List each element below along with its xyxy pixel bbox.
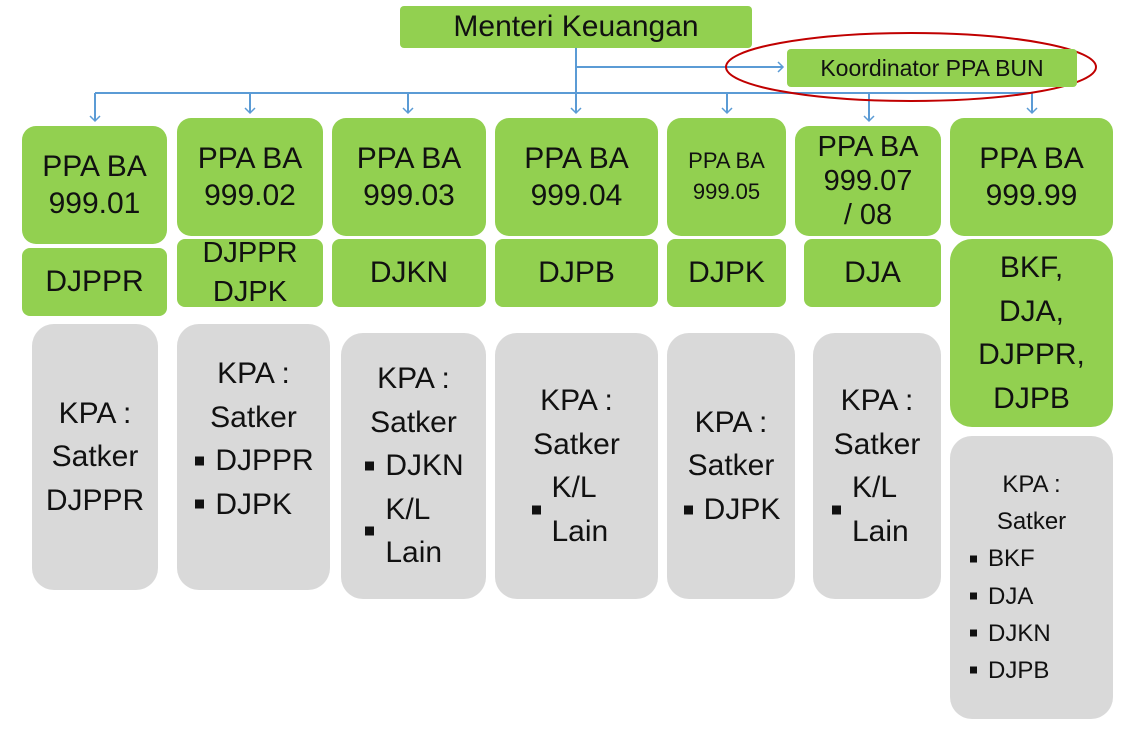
ppa-box-999-07-08: PPA BA 999.07 / 08 [795, 126, 941, 236]
ppa-code-line: 999.99 [985, 179, 1078, 212]
root-node-menteri-keuangan: Menteri Keuangan [400, 6, 752, 48]
ppa-box-999-99: PPA BA 999.99 [950, 118, 1113, 236]
kpa-satker: Satker [996, 508, 1067, 536]
unit-label: DJPPR [202, 236, 298, 269]
kpa-satker-list: DJPPR DJPK [193, 439, 313, 526]
ppa-label-line: PPA BA [197, 141, 303, 175]
ppa-code-line: 999.03 [363, 179, 455, 212]
kpa-list-item: DJKN [968, 615, 1051, 652]
unit-box-col-4: DJPB [495, 239, 658, 307]
ppa-label-line: PPA BA [979, 141, 1084, 175]
kpa-list-item: DJPPR [193, 439, 313, 483]
kpa-box-col-3: KPA : Satker DJKN K/L Lain [341, 333, 486, 599]
kpa-satker-list: K/L Lain [530, 466, 624, 553]
unit-label: DJPK [212, 276, 288, 308]
kpa-satker-list: BKF DJA DJKN DJPB [968, 540, 1051, 689]
coordinator-label: Koordinator PPA BUN [820, 54, 1044, 81]
unit-box-col-1: DJPPR [22, 248, 167, 316]
coordinator-highlight-ellipse [725, 32, 1097, 102]
kpa-list-item: K/L Lain [530, 466, 624, 553]
unit-box-col-6: DJA [804, 239, 941, 307]
kpa-list-item: DJPB [968, 652, 1051, 689]
unit-box-col-5: DJPK [667, 239, 786, 307]
unit-label: DJPPR [45, 265, 144, 299]
kpa-satker-unit: DJPPR [45, 483, 145, 517]
kpa-box-col-1: KPA : Satker DJPPR [32, 324, 158, 590]
kpa-satker: Satker [51, 440, 139, 474]
unit-label: DJPB [993, 381, 1070, 415]
unit-label: DJPK [688, 256, 765, 290]
ppa-label-line: PPA BA [688, 148, 765, 174]
ppa-code-suffix-line: / 08 [843, 199, 893, 232]
unit-label: DJPB [538, 256, 615, 290]
ppa-box-999-05: PPA BA 999.05 [667, 118, 786, 236]
kpa-title: KPA : [377, 362, 450, 396]
kpa-satker: Satker [833, 427, 921, 461]
ppa-label-line: PPA BA [42, 149, 147, 183]
ppa-box-999-03: PPA BA 999.03 [332, 118, 486, 236]
kpa-list-item: DJA [968, 578, 1051, 615]
unit-box-col-3: DJKN [332, 239, 486, 307]
kpa-satker: Satker [370, 405, 457, 439]
ppa-box-999-01: PPA BA 999.01 [22, 126, 167, 244]
unit-label: BKF, [999, 251, 1064, 284]
kpa-box-col-6: KPA : Satker K/L Lain [813, 333, 941, 599]
ppa-box-999-04: PPA BA 999.04 [495, 118, 658, 236]
kpa-list-item: K/L Lain [830, 466, 924, 553]
kpa-satker-list: K/L Lain [830, 466, 924, 553]
ppa-code-line: 999.02 [204, 179, 296, 212]
kpa-title: KPA : [840, 384, 914, 417]
root-node-label: Menteri Keuangan [453, 10, 699, 44]
ppa-label-line: PPA BA [356, 141, 462, 175]
coordinator-node: Koordinator PPA BUN [787, 49, 1077, 87]
ppa-code-line: 999.07 [823, 164, 913, 197]
kpa-box-col-4: KPA : Satker K/L Lain [495, 333, 658, 599]
kpa-title: KPA : [540, 384, 613, 417]
ppa-code-line: 999.05 [692, 179, 761, 204]
kpa-satker-list: DJKN K/L Lain [363, 444, 463, 575]
unit-box-col-7: BKF, DJA, DJPPR, DJPB [950, 239, 1113, 427]
kpa-title: KPA : [1002, 470, 1061, 498]
kpa-satker: Satker [210, 400, 297, 434]
kpa-satker: Satker [687, 449, 775, 483]
ppa-box-999-02: PPA BA 999.02 [177, 118, 323, 236]
kpa-list-item: BKF [968, 540, 1051, 577]
unit-label: DJA, [998, 294, 1064, 328]
unit-label: DJA [844, 256, 901, 290]
kpa-satker: Satker [533, 427, 620, 461]
kpa-list-item: DJPK [682, 488, 781, 532]
unit-label: DJKN [369, 256, 449, 290]
kpa-list-item: K/L Lain [363, 488, 455, 575]
kpa-list-item: DJKN [363, 444, 463, 488]
kpa-title: KPA : [217, 357, 290, 390]
kpa-box-col-5: KPA : Satker DJPK [667, 333, 795, 599]
kpa-list-item: DJPK [193, 483, 313, 527]
kpa-box-col-2: KPA : Satker DJPPR DJPK [177, 324, 330, 590]
ppa-code-line: 999.01 [48, 187, 141, 220]
kpa-box-col-7: KPA : Satker BKF DJA DJKN DJPB [950, 436, 1113, 719]
ppa-label-line: PPA BA [817, 130, 919, 163]
unit-box-col-2: DJPPR DJPK [177, 237, 323, 308]
ppa-code-line: 999.04 [530, 179, 623, 212]
ppa-label-line: PPA BA [524, 141, 629, 175]
kpa-satker-list: DJPK [682, 488, 781, 532]
unit-label: DJPPR, [978, 338, 1085, 371]
kpa-title: KPA : [694, 405, 768, 439]
kpa-title: KPA : [58, 396, 132, 430]
